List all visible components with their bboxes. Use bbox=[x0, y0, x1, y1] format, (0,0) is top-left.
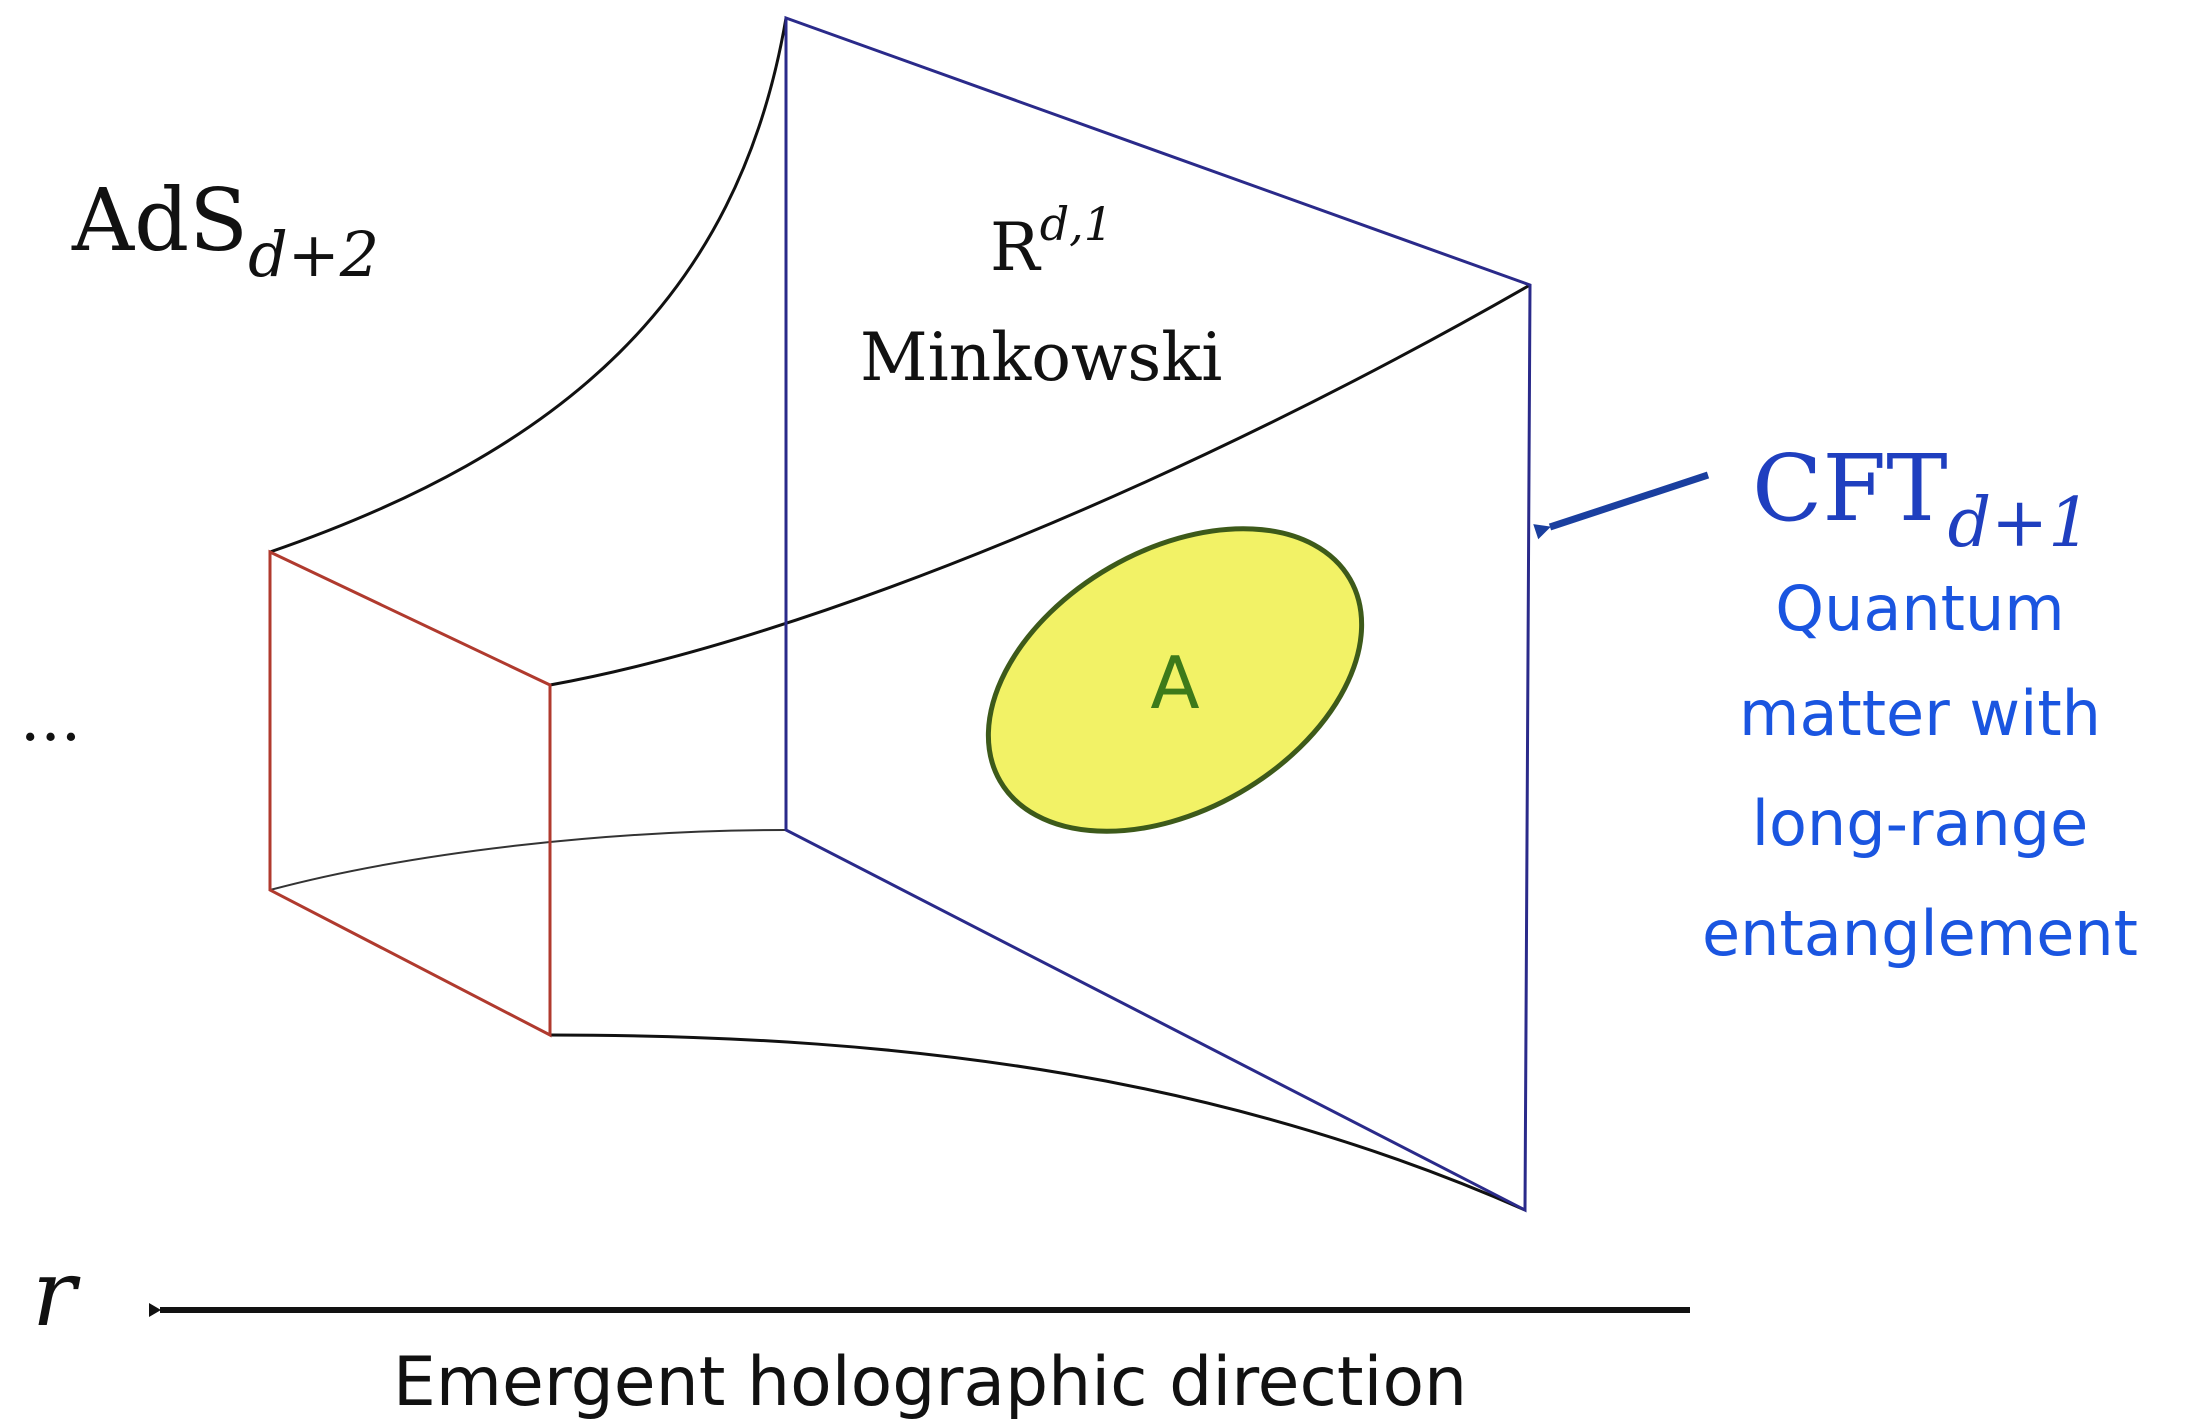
horn-bottom-back-edge bbox=[270, 830, 785, 890]
cft-desc-line-3: long-range bbox=[1752, 787, 2088, 860]
continuation-ellipsis: ... bbox=[20, 682, 81, 756]
cft-desc-line-4: entanglement bbox=[1702, 897, 2138, 970]
cft-description: Quantum matter with long-range entanglem… bbox=[1702, 572, 2138, 970]
minkowski-sup: d,1 bbox=[1040, 197, 1113, 251]
cft-arrow bbox=[1550, 475, 1708, 527]
cft-label: CFTd+1 bbox=[1752, 435, 2091, 563]
r-axis-label: r bbox=[32, 1240, 81, 1347]
cft-desc-line-1: Quantum bbox=[1775, 572, 2064, 645]
cft-label-main: CFT bbox=[1752, 435, 1948, 542]
minkowski-name: Minkowski bbox=[860, 319, 1222, 396]
ads-label-sub: d+2 bbox=[248, 218, 379, 291]
inner-box-front bbox=[270, 552, 550, 1035]
ads-label: AdSd+2 bbox=[71, 171, 379, 291]
horn-bottom-right-edge bbox=[550, 1035, 1525, 1210]
region-a-label: A bbox=[1150, 641, 1199, 725]
ads-label-main: AdS bbox=[71, 171, 248, 271]
minkowski-space-label: Rd,1 bbox=[990, 197, 1113, 286]
minkowski-base: R bbox=[990, 209, 1042, 286]
direction-caption: Emergent holographic direction bbox=[393, 1343, 1467, 1422]
inner-box bbox=[270, 552, 550, 1035]
cft-desc-line-2: matter with bbox=[1739, 677, 2101, 750]
cft-label-sub: d+1 bbox=[1948, 484, 2092, 563]
